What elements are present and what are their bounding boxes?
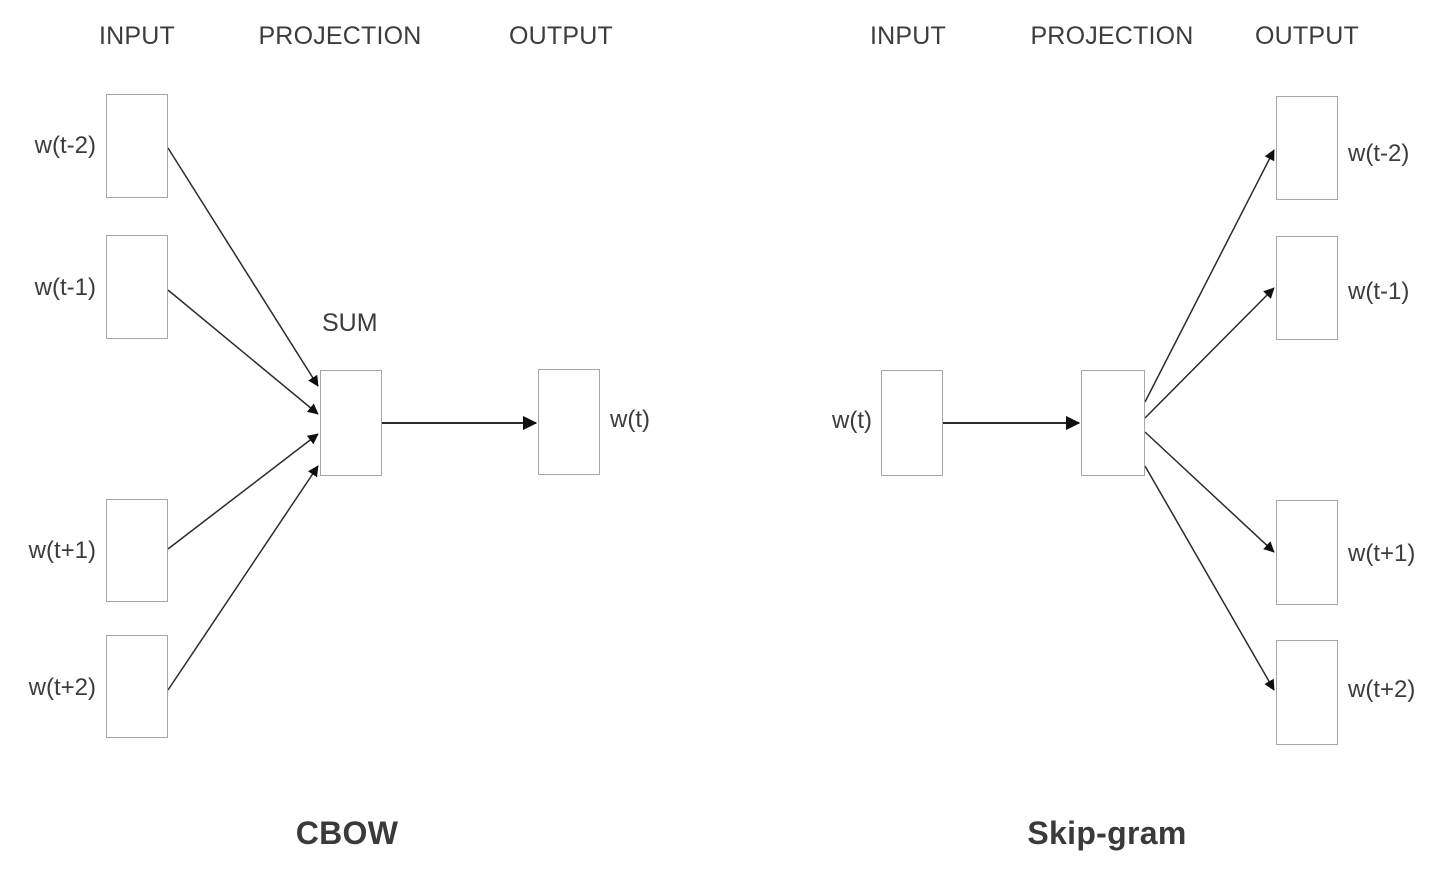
cbow-input-node-wt-2[interactable] bbox=[106, 94, 168, 198]
skipgram-input-node-wt[interactable] bbox=[881, 370, 943, 476]
edge-cbow-wt1-to-projection bbox=[167, 433, 319, 550]
cbow-model-title: CBOW bbox=[295, 815, 399, 851]
skipgram-output-node-wt-2[interactable] bbox=[1276, 96, 1338, 200]
cbow-sum-label: SUM bbox=[322, 309, 378, 337]
skipgram-projection-node[interactable] bbox=[1081, 370, 1145, 476]
skipgram-projection-to-output-edges bbox=[1144, 149, 1275, 691]
cbow-input-label-wt2: w(t+2) bbox=[28, 674, 96, 701]
edge-skipgram-projection-to-wt-1 bbox=[1144, 287, 1275, 419]
cbow-output-node-wt[interactable] bbox=[538, 369, 600, 475]
edge-skipgram-projection-to-wt-2 bbox=[1144, 149, 1275, 403]
edge-cbow-wt-2-to-projection bbox=[167, 147, 319, 387]
skipgram-output-node-wt2[interactable] bbox=[1276, 640, 1338, 745]
cbow-input-node-wt2[interactable] bbox=[106, 635, 168, 738]
cbow-projection-node[interactable] bbox=[320, 370, 382, 476]
cbow-input-to-projection-edges bbox=[167, 147, 319, 691]
cbow-header-projection: PROJECTION bbox=[258, 22, 422, 50]
skipgram-header-projection: PROJECTION bbox=[1030, 22, 1194, 50]
skipgram-header-input: INPUT bbox=[870, 22, 946, 50]
edge-cbow-wt2-to-projection bbox=[167, 465, 319, 691]
skipgram-output-label-wt-2: w(t-2) bbox=[1348, 140, 1410, 167]
skipgram-output-label-wt2: w(t+2) bbox=[1348, 676, 1416, 703]
cbow-output-label-wt: w(t) bbox=[610, 406, 650, 433]
cbow-input-node-wt-1[interactable] bbox=[106, 235, 168, 339]
skipgram-output-node-wt1[interactable] bbox=[1276, 500, 1338, 605]
cbow-input-node-wt1[interactable] bbox=[106, 499, 168, 602]
skipgram-output-label-wt-1: w(t-1) bbox=[1348, 278, 1410, 305]
edge-skipgram-projection-to-wt1 bbox=[1144, 431, 1275, 553]
skipgram-input-label-wt: w(t) bbox=[832, 407, 872, 434]
skipgram-model-title: Skip-gram bbox=[1027, 815, 1187, 851]
skipgram-header-output: OUTPUT bbox=[1255, 22, 1359, 50]
cbow-input-label-wt-1: w(t-1) bbox=[34, 274, 96, 301]
edge-cbow-wt-1-to-projection bbox=[167, 289, 319, 415]
cbow-header-input: INPUT bbox=[99, 22, 175, 50]
skipgram-output-label-wt1: w(t+1) bbox=[1348, 540, 1416, 567]
cbow-input-label-wt-2: w(t-2) bbox=[34, 132, 96, 159]
edge-skipgram-projection-to-wt2 bbox=[1144, 465, 1275, 691]
cbow-input-label-wt1: w(t+1) bbox=[28, 537, 96, 564]
cbow-header-output: OUTPUT bbox=[509, 22, 613, 50]
skipgram-output-node-wt-1[interactable] bbox=[1276, 236, 1338, 340]
